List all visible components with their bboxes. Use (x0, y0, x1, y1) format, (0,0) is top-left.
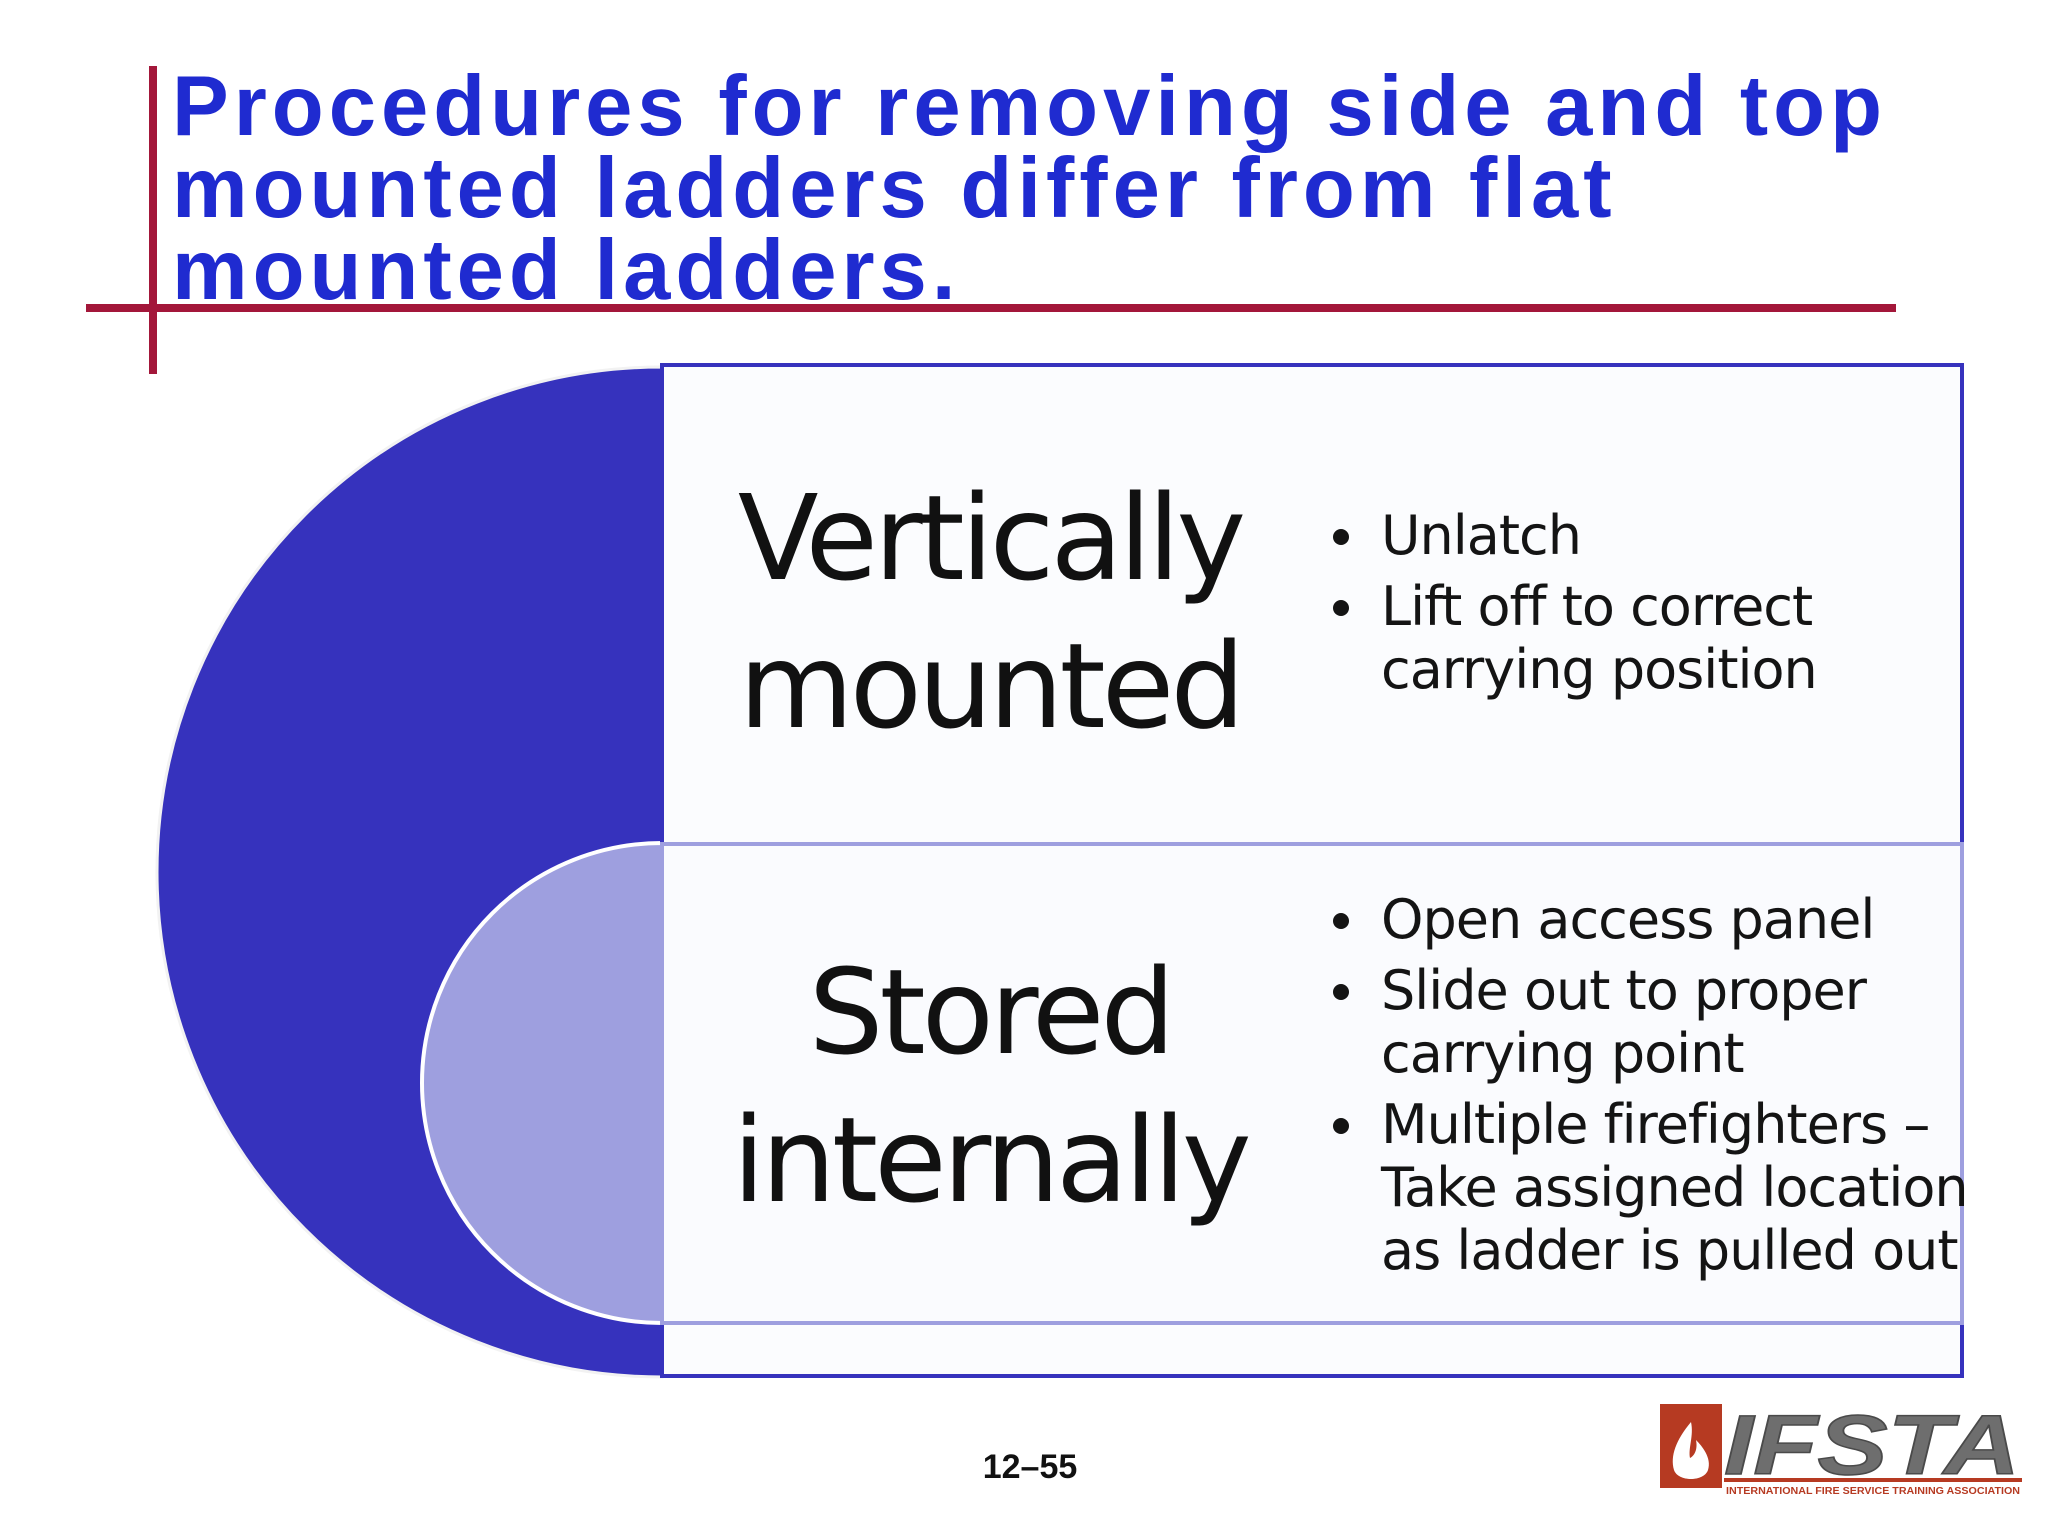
bullet-item: Slide out to proper carrying point (1325, 959, 1985, 1085)
slide-title: Procedures for removing side and top mou… (172, 59, 1888, 318)
section-heading-line: mounted (738, 617, 1245, 755)
inner-section-box (660, 842, 1964, 1325)
title-accent-horizontal-line (86, 304, 1896, 312)
bullet-dot-icon (1333, 913, 1349, 929)
section-bullets-stored-internally: Open access panel Slide out to proper ca… (1325, 888, 1985, 1290)
section-heading-line: Stored (808, 943, 1176, 1081)
section-heading-line: Vertically (737, 469, 1246, 607)
section-bullets-vertically-mounted: Unlatch Lift off to correct carrying pos… (1325, 504, 1985, 709)
section-heading-stored-internally: Stored internally (690, 938, 1290, 1234)
section-heading-line: internally (732, 1091, 1251, 1229)
bullet-text: Slide out to proper carrying point (1381, 959, 1867, 1085)
bullet-text: Open access panel (1381, 888, 1875, 951)
logo-wordmark: IFSTA (1724, 1400, 2020, 1492)
bullet-item: Multiple firefighters – Take assigned lo… (1325, 1093, 1985, 1282)
bullet-item: Lift off to correct carrying position (1325, 575, 1985, 701)
bullet-dot-icon (1333, 529, 1349, 545)
bullet-text: Lift off to correct carrying position (1381, 575, 1818, 701)
logo-tagline: INTERNATIONAL FIRE SERVICE TRAINING ASSO… (1726, 1486, 2020, 1497)
page-number: 12–55 (982, 1448, 1078, 1486)
flame-icon (1660, 1404, 1722, 1488)
bullet-dot-icon (1333, 600, 1349, 616)
title-accent-vertical-line (149, 66, 157, 374)
bullet-item: Open access panel (1325, 888, 1985, 951)
bullet-text: Unlatch (1381, 504, 1582, 567)
bullet-dot-icon (1333, 1118, 1349, 1134)
bullet-text: Multiple firefighters – Take assigned lo… (1381, 1093, 1969, 1282)
inner-arc-shape (420, 840, 664, 1326)
bullet-dot-icon (1333, 984, 1349, 1000)
bullet-item: Unlatch (1325, 504, 1985, 567)
section-heading-vertically-mounted: Vertically mounted (690, 464, 1290, 760)
ifsta-logo: IFSTA INTERNATIONAL FIRE SERVICE TRAININ… (1660, 1400, 2022, 1497)
